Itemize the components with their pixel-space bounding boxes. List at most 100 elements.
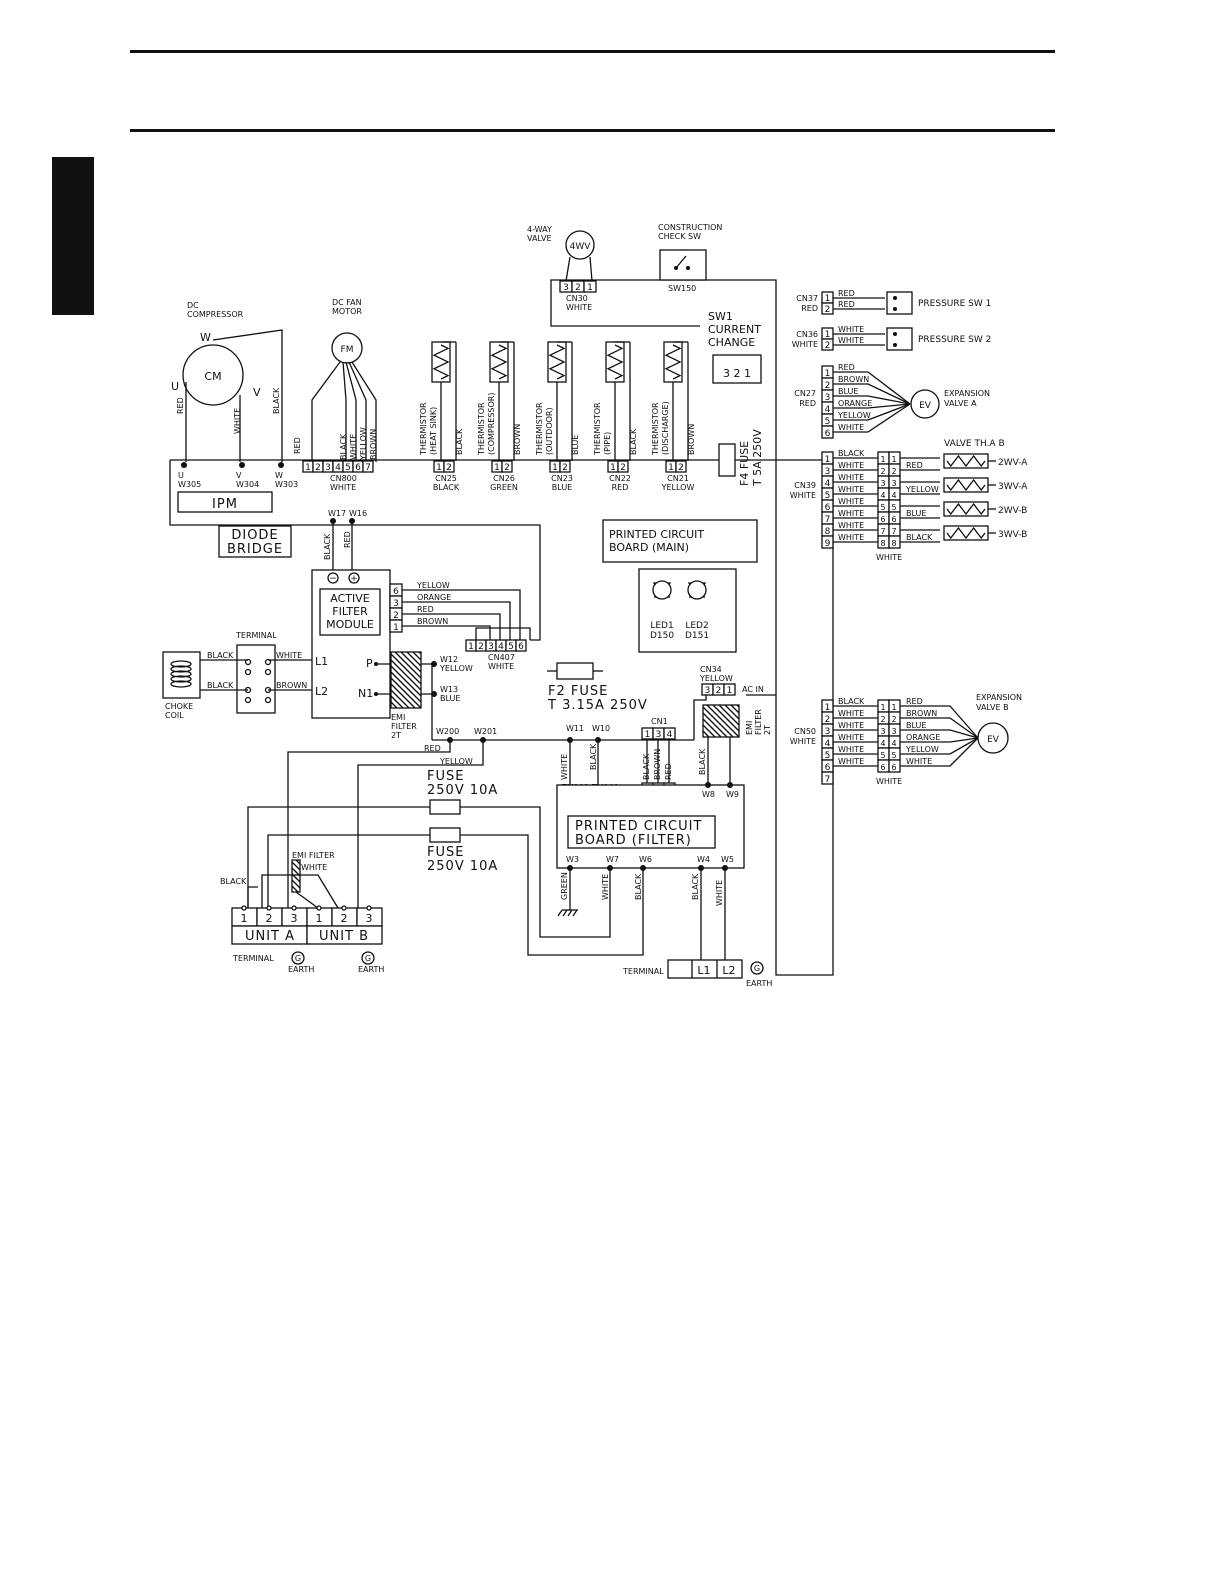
cn407-pin-label: 4 xyxy=(498,642,504,652)
active-filter-pins-pin-label: 2 xyxy=(393,611,399,621)
cn50-pin-label: 6 xyxy=(825,763,831,773)
cn39-wire-color: WHITE xyxy=(838,473,864,482)
cn407-pin-label: 5 xyxy=(508,642,514,652)
cn39-pin-label: 5 xyxy=(825,491,831,501)
cn39-bottom-color: WHITE xyxy=(876,553,902,562)
pressure-wire-color: WHITE xyxy=(838,325,864,334)
fuse-10a-top xyxy=(429,799,461,815)
junction-dot xyxy=(705,782,711,788)
diode-bridge-box xyxy=(218,525,292,558)
w9-label: W9 xyxy=(726,790,739,799)
cn39-inner-label: 6 xyxy=(880,515,885,524)
plus-terminal xyxy=(348,572,360,584)
cn27-wire xyxy=(833,403,911,409)
thermistor-zigzag xyxy=(432,344,450,380)
cn39-wire-color: WHITE xyxy=(838,497,864,506)
cn34-wire xyxy=(693,695,707,740)
compressor-w-color: BLACK xyxy=(272,387,281,414)
junction-dot xyxy=(727,782,733,788)
filter-term-color: WHITE xyxy=(715,880,724,906)
cn800-pin-label: 3 xyxy=(325,463,331,473)
cn39-inner-label: 3 xyxy=(891,479,896,488)
choke-coil-winding xyxy=(170,670,192,678)
cn50-out-color: ORANGE xyxy=(906,733,940,742)
filter-term-label: W5 xyxy=(721,855,734,864)
power-terminal-label: TERMINAL xyxy=(622,967,664,976)
cn50-out-color: BLUE xyxy=(906,721,926,730)
cn27-wire-color: RED xyxy=(838,363,855,372)
cn27-wire xyxy=(833,395,911,405)
cn50-inner-label: 3 xyxy=(880,727,885,736)
p-label: P xyxy=(366,657,373,670)
sw-dot xyxy=(893,343,897,347)
emi-filter-2t-a-hatch xyxy=(390,665,422,697)
earth-a-label: EARTH xyxy=(288,965,314,974)
cn407-pin-label: 3 xyxy=(488,642,494,652)
n1-label: N1 xyxy=(358,687,373,700)
unit-pin-label: 1 xyxy=(241,912,248,925)
filter-ground xyxy=(557,909,563,917)
unit-pin-label: 2 xyxy=(341,912,348,925)
active-filter-pins-pin-label: 3 xyxy=(393,599,399,609)
cn39-inner-label: 5 xyxy=(891,503,896,512)
emi-filter-2t-a-hatch xyxy=(390,683,416,709)
cn50-inner-label: 2 xyxy=(891,715,896,724)
cn50-inner-label: 6 xyxy=(891,763,896,772)
thermistor-label: THERMISTOR(PIPE) xyxy=(593,402,612,456)
choke-coil-box xyxy=(162,651,201,699)
thermistor-label: THERMISTOR(DISCHARGE) xyxy=(651,401,670,456)
cn27-pin-label: 5 xyxy=(825,417,831,427)
cn50-pin-label: 7 xyxy=(825,775,831,785)
cn1-wire-color: BROWN xyxy=(653,749,662,780)
filter-ground xyxy=(567,909,573,917)
ac-in-label: AC IN xyxy=(742,685,764,694)
thermistor-cn-pin-label: 1 xyxy=(494,463,500,473)
compressor-u-color: RED xyxy=(176,397,185,414)
emi-filter-2t-b-hatch xyxy=(718,704,740,726)
emi-filter-2t-b-hatch xyxy=(712,704,740,732)
cn50-wire-color: WHITE xyxy=(838,721,864,730)
thermistor-wire-color: BLACK xyxy=(455,428,464,455)
cn39-inner-label: 4 xyxy=(891,491,896,500)
cn50-inner-label: 5 xyxy=(891,751,896,760)
active-filter-wire xyxy=(402,601,511,640)
w10-label: W10 xyxy=(592,724,610,733)
compressor-w: W xyxy=(200,331,211,344)
cn800-pin-label: 5 xyxy=(345,463,351,473)
thermistor-label: THERMISTOR(OUTDOOR) xyxy=(535,402,554,456)
thermistor-cn-pin xyxy=(501,460,513,473)
four-way-valve-symbol: 4WV xyxy=(570,242,592,252)
unit-white-label: WHITE xyxy=(301,863,327,872)
active-filter-wire-color: BROWN xyxy=(417,617,448,626)
fuse-wire xyxy=(247,806,430,908)
cn50-out-wire xyxy=(900,737,979,767)
cn27-wire xyxy=(833,371,911,405)
pressure-wire-color: WHITE xyxy=(838,336,864,345)
emi-filter-2t-b-hatch xyxy=(702,730,710,738)
yellow-wire-label: YELLOW xyxy=(439,757,473,766)
thermistor-cn-pin-label: 1 xyxy=(610,463,616,473)
cn27-pin-label: 6 xyxy=(825,429,831,439)
sw1-box xyxy=(712,354,762,384)
pressure-cn-pin-label: 2 xyxy=(825,305,831,315)
ipm-label: IPM xyxy=(212,497,238,512)
valve-th-label: 3WV-A xyxy=(998,482,1028,492)
cn1-wire-color: BLACK xyxy=(642,753,651,780)
thermistor-cn-pin-label: 2 xyxy=(446,463,452,473)
junction-dot xyxy=(239,462,245,468)
choke-wire-color: BLACK xyxy=(207,681,234,690)
cn407-pin xyxy=(515,639,527,652)
cn50-pin-label: 1 xyxy=(825,703,831,713)
cn800-pin-label: 1 xyxy=(305,463,311,473)
cn39-pin-label: 7 xyxy=(825,515,831,525)
expansion-valve-a-symbol: EV xyxy=(919,401,932,411)
terminal-screw xyxy=(244,696,252,704)
earth-power-label: EARTH xyxy=(746,979,772,988)
minus-terminal xyxy=(327,572,339,584)
filter-term-label: W3 xyxy=(566,855,579,864)
